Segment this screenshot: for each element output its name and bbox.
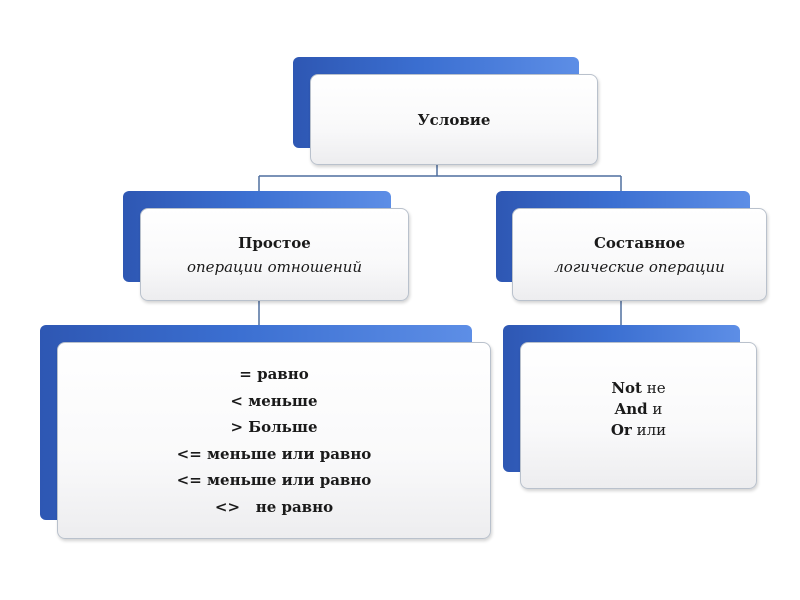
relation-item: <= меньше или равно [176, 444, 372, 463]
simple-subtitle: операции отношений [186, 257, 363, 276]
logical-meaning: не [642, 379, 666, 397]
logical-item-not: Not не [611, 378, 665, 399]
relations-node: = равно < меньше > Больше <= меньше или … [40, 325, 492, 540]
root-title: Условие [417, 110, 491, 129]
simple-title: Простое [238, 233, 311, 252]
relation-item: <= меньше или равно [176, 471, 372, 489]
root-node-card: Условие [310, 74, 598, 165]
relations-node-card: = равно < меньше > Больше <= меньше или … [57, 342, 491, 539]
logical-keyword: Or [610, 421, 632, 439]
root-node: Условие [293, 57, 598, 165]
relation-item: = равно [239, 365, 309, 383]
relation-item: < меньше [230, 391, 318, 410]
logical-item-and: And и [615, 399, 663, 420]
logical-meaning: или [631, 421, 667, 439]
logical-node: Not не And и Or или [503, 325, 760, 492]
logical-keyword: Not [611, 379, 642, 397]
logical-item-or: Or или [611, 420, 666, 441]
compound-subtitle: логические операции [554, 257, 725, 276]
logical-node-card: Not не And и Or или [520, 342, 757, 489]
simple-node: Простое операции отношений [123, 191, 409, 302]
simple-node-card: Простое операции отношений [140, 208, 409, 301]
logical-meaning: и [647, 400, 663, 418]
relation-item: <> не равно [214, 497, 334, 516]
logical-keyword: And [614, 400, 648, 418]
compound-title: Составное [593, 233, 686, 252]
compound-node-card: Составное логические операции [512, 208, 767, 301]
relation-item: > Больше [230, 418, 318, 436]
compound-node: Составное логические операции [496, 191, 769, 302]
